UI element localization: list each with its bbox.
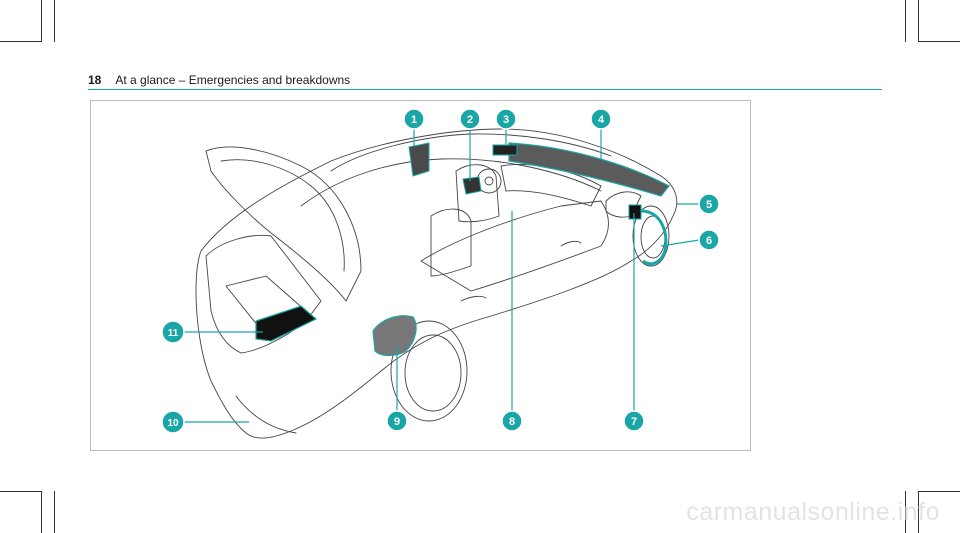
- rear-wheel: [390, 320, 468, 422]
- page-number: 18: [88, 73, 102, 87]
- trunk-lid-inner: [220, 159, 345, 272]
- windshield-outline: [330, 133, 612, 172]
- header-rule: [88, 89, 882, 90]
- vehicle-overview-figure: 1 2 3 4 5 6 7 8 9 10 11: [90, 100, 751, 451]
- crop-mark: [54, 491, 55, 533]
- roof-console-highlight: [492, 144, 518, 156]
- callout-label: 8: [509, 416, 515, 428]
- callout-8: 8: [501, 410, 523, 432]
- callout-label: 9: [394, 416, 400, 428]
- crop-mark: [918, 491, 919, 533]
- callout-label: 11: [168, 328, 179, 339]
- crop-mark: [54, 0, 55, 42]
- front-seat: [455, 164, 500, 223]
- crop-mark: [41, 491, 42, 533]
- front-wheel-highlight: [640, 209, 668, 266]
- callout-2: 2: [459, 108, 481, 130]
- callout-label: 3: [503, 114, 509, 126]
- callout-label: 6: [706, 235, 712, 247]
- callout-label: 10: [167, 418, 179, 429]
- sun-visor-highlight: [408, 142, 430, 177]
- rear-bumper: [235, 395, 297, 434]
- callout-label: 7: [631, 416, 637, 428]
- windshield-highlight: [508, 142, 670, 197]
- car-body-outline: [195, 128, 678, 439]
- section-title: At a glance – Emergencies and breakdowns: [115, 73, 351, 87]
- crop-mark: [905, 491, 906, 533]
- callout-label: 4: [598, 114, 605, 126]
- crop-mark: [905, 0, 906, 42]
- callout-label: 5: [706, 199, 712, 211]
- callout-1: 1: [403, 108, 425, 130]
- crop-mark: [41, 0, 42, 42]
- front-wheel: [632, 205, 670, 267]
- trunk-equipment-highlight: [255, 305, 318, 342]
- fuel-flap-highlight: [372, 315, 417, 357]
- callout-10: 10: [161, 410, 185, 434]
- front-equipment-highlight: [628, 204, 642, 220]
- callout-4: 4: [590, 108, 612, 130]
- callout-3: 3: [495, 108, 517, 130]
- center-console-highlight: [462, 176, 482, 195]
- door-handle: [560, 240, 582, 247]
- trunk-opening: [205, 234, 322, 354]
- crop-mark: [0, 491, 42, 492]
- roof-line: [300, 158, 602, 207]
- crop-mark: [918, 41, 960, 42]
- callout-6: 6: [698, 229, 720, 251]
- crop-mark: [918, 491, 960, 492]
- rear-seat: [430, 208, 472, 277]
- door-handle: [460, 295, 487, 302]
- page-header: 18 At a glance – Emergencies and breakdo…: [88, 73, 350, 87]
- callout-label: 2: [467, 114, 473, 126]
- crop-mark: [918, 0, 919, 42]
- callout-label: 1: [411, 114, 417, 126]
- car-illustration: 1 2 3 4 5 6 7 8 9 10 11: [161, 108, 720, 439]
- callout-5: 5: [698, 193, 720, 215]
- trunk-lid: [205, 146, 362, 302]
- callout-11: 11: [161, 320, 185, 344]
- callout-9: 9: [386, 410, 408, 432]
- callout-7: 7: [623, 410, 645, 432]
- side-window: [420, 200, 609, 292]
- crop-mark: [0, 41, 42, 42]
- watermark: carmanualsonline.info: [686, 498, 940, 526]
